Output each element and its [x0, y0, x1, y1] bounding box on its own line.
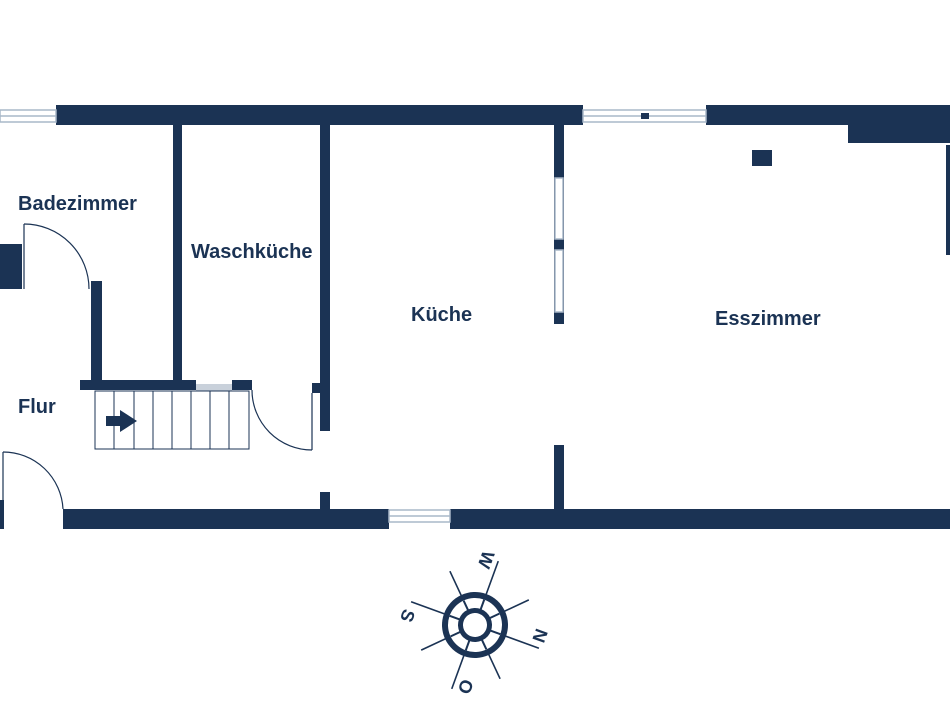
window-top-center — [582, 109, 707, 123]
window-top-left — [0, 109, 57, 123]
doors — [2, 223, 313, 510]
staircase — [94, 384, 250, 450]
wall-bath-wash — [173, 125, 182, 385]
window-bottom — [388, 509, 451, 523]
room-label-kueche: Küche — [411, 304, 473, 326]
room-label-esszimmer: Esszimmer — [715, 308, 821, 330]
wall-stair-top — [80, 380, 196, 390]
window-interior-kitchen — [554, 177, 564, 313]
room-label-waschkueche: Waschküche — [191, 241, 313, 263]
wall-left-block — [0, 244, 22, 289]
door-waschkueche — [251, 389, 313, 451]
wall-door-jamb — [312, 383, 322, 393]
wall-stair-top-end — [232, 380, 252, 390]
door-bathroom — [23, 223, 90, 290]
wall-bath-flur — [91, 281, 102, 385]
stair-arrow-icon — [106, 410, 137, 432]
chimney-block — [752, 150, 772, 166]
room-label-flur: Flur — [18, 396, 56, 418]
wall-bottom-left — [63, 509, 389, 529]
wall-kitchen-dining-bottom — [554, 445, 564, 509]
windows — [0, 109, 707, 523]
wall-top-left — [56, 105, 583, 125]
room-label-badezimmer: Badezimmer — [18, 193, 137, 215]
wall-corner-block — [848, 105, 950, 143]
wall-wash-kitchen — [320, 125, 330, 431]
wall-bottom-right — [450, 509, 950, 529]
wall-right-stub — [946, 145, 950, 255]
wall-kitchen-stub — [320, 492, 330, 509]
compass-rose-icon — [410, 560, 540, 690]
wall-left-stub — [0, 500, 4, 529]
door-entrance — [2, 451, 64, 510]
